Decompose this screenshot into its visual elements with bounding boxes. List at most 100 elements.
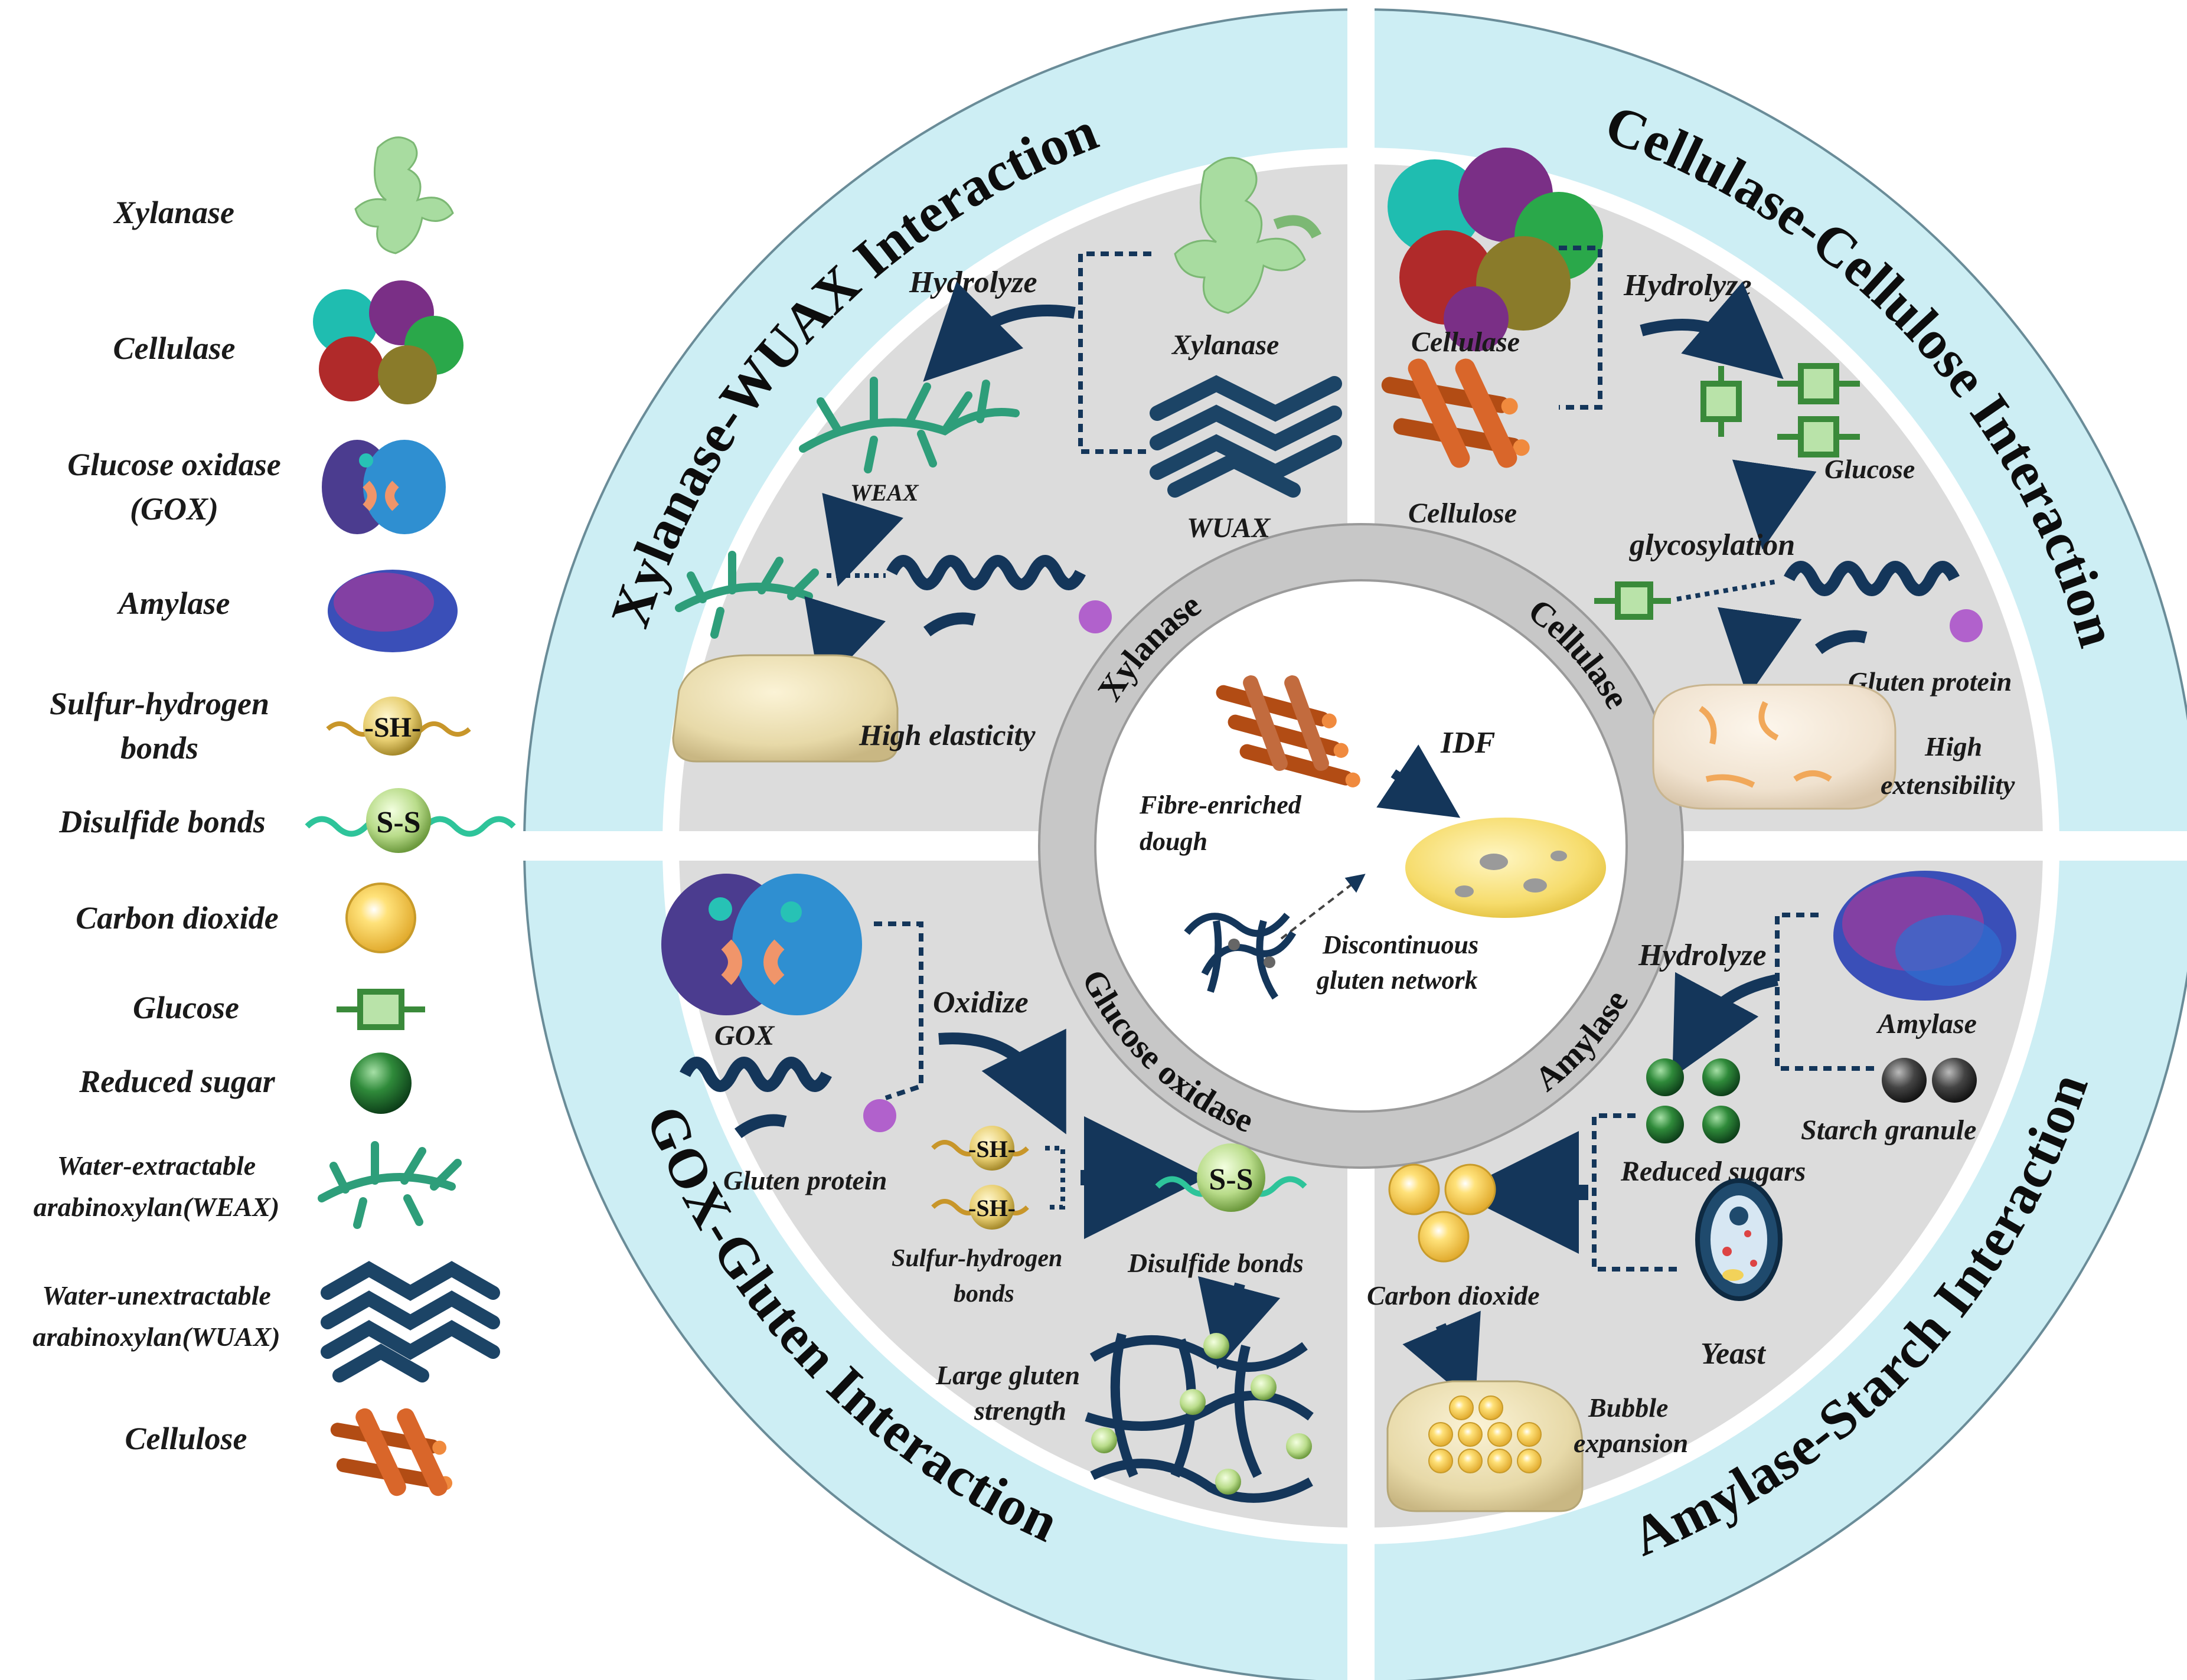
- br-bubble-label-2: expansion: [1574, 1428, 1688, 1458]
- br-reduced-sugars-icon: [1646, 1058, 1740, 1143]
- legend-ss-text: S-S: [376, 806, 420, 839]
- legend-label-cellulase: Cellulase: [113, 331, 235, 366]
- br-carbon-dioxide-label: Carbon dioxide: [1367, 1280, 1540, 1310]
- legend-label-xylanase: Xylanase: [113, 195, 234, 230]
- center-fibre-label-2: dough: [1140, 827, 1207, 856]
- br-yeast-icon: [1695, 1178, 1783, 1301]
- glucose-oxidase-icon: [322, 440, 446, 534]
- legend-label-gox-2: (GOX): [130, 491, 218, 527]
- qr-glucose-attached: [1594, 581, 1671, 620]
- bl-gox-icon: [661, 874, 862, 1015]
- legend-label-glucose: Glucose: [133, 990, 239, 1025]
- bl-sh-label-1: Sulfur-hydrogen: [892, 1245, 1062, 1272]
- bl-connector: [874, 921, 923, 1100]
- legend-label-weax-1: Water-extractable: [57, 1150, 256, 1181]
- ql-arrow-down: [822, 493, 903, 587]
- quadrant-cellulase-cellulose: Cellulase Cellulose Hydrolyze Glucose gl…: [1380, 148, 2015, 810]
- bl-arrow-down: [1197, 1276, 1281, 1370]
- br-arrow-down: [1402, 1310, 1481, 1406]
- qr-hydrolyze-arrow: [1640, 282, 1784, 380]
- qr-gluten-protein-icon: [1784, 561, 1960, 655]
- legend-label-wuax-1: Water-unextractable: [42, 1280, 271, 1310]
- center-dashed-arrow: [1280, 874, 1366, 940]
- qr-hydrolyze-label: Hydrolyze: [1623, 269, 1752, 302]
- legend-label-gox-1: Glucose oxidase: [67, 447, 280, 482]
- legend-label-ss: Disulfide bonds: [58, 804, 266, 839]
- glucose-icon: [337, 989, 425, 1030]
- ql-gluten-protein-icon: [886, 555, 1086, 637]
- bl-sh-text-1: -SH-: [968, 1136, 1016, 1162]
- qr-cellulase-icon: [1388, 148, 1603, 351]
- ql-wuax-icon: [1150, 375, 1342, 498]
- center-fibre-dough: [1405, 818, 1606, 918]
- br-amylase-label: Amylase: [1876, 1008, 1977, 1040]
- wuax-icon: [321, 1261, 500, 1382]
- carbon-dioxide-icon: [345, 883, 416, 953]
- ql-hydrolyze-label: Hydrolyze: [909, 266, 1037, 299]
- legend-label-co2: Carbon dioxide: [76, 900, 279, 936]
- br-starch-granule-label: Starch granule: [1801, 1114, 1976, 1146]
- center-discont-label-1: Discontinuous: [1322, 930, 1478, 959]
- bl-oxidize-label: Oxidize: [933, 986, 1029, 1019]
- br-connector: [1775, 913, 1878, 1071]
- center-gluten-network: [1184, 913, 1297, 1000]
- ql-xylanase-label: Xylanase: [1171, 329, 1279, 361]
- ql-weax-label: WEAX: [850, 479, 919, 506]
- disulfide-bond-icon: S-S: [305, 788, 516, 853]
- qr-cellulose-icon: [1380, 358, 1531, 468]
- bl-large-gluten-label-1: Large gluten: [935, 1360, 1080, 1390]
- br-bubble-label-1: Bubble: [1588, 1393, 1668, 1423]
- ql-weax-icon: [799, 377, 1020, 473]
- qr-cellulase-label: Cellulase: [1411, 326, 1520, 358]
- br-dough-bubbles: [1428, 1395, 1542, 1473]
- br-hydrolyze-label: Hydrolyze: [1638, 939, 1767, 972]
- center-disc: [1094, 579, 1628, 1113]
- bl-sh-text-2: -SH-: [968, 1195, 1016, 1221]
- qr-dotted-link: [1676, 579, 1778, 602]
- br-co2-icon: [1388, 1163, 1496, 1263]
- bl-sh-bonds: -SH- -SH-: [931, 1126, 1029, 1230]
- cellulase-icon: [313, 280, 463, 404]
- ql-connector: [1078, 251, 1151, 454]
- bl-gluten-protein-icon: [680, 1057, 832, 1139]
- bl-disulfide-label: Disulfide bonds: [1127, 1248, 1304, 1278]
- legend-label-weax-2: arabinoxylan(WEAX): [34, 1192, 280, 1222]
- quadrant-gox-gluten: GOX Gluten protein Oxidize -SH- -SH- Sul…: [661, 874, 1314, 1503]
- center-arrow: [1376, 744, 1461, 818]
- cellulose-icon: [329, 1408, 453, 1496]
- legend: Xylanase Cellulase Glucose oxidase (GOX)…: [32, 136, 516, 1496]
- ql-high-elasticity-label: High elasticity: [859, 718, 1036, 751]
- br-bubble-dough: [1386, 1380, 1584, 1512]
- legend-label-sh-2: bonds: [120, 730, 198, 766]
- ql-gluten-tail: [1079, 600, 1112, 633]
- bl-ss-bond: S-S: [1155, 1143, 1307, 1212]
- bl-gluten-protein-label: Gluten protein: [723, 1165, 887, 1195]
- quadrant-xylanase-wuax: Xylanase Hydrolyze WUAX WEAX: [672, 156, 1342, 763]
- bl-ss-text: S-S: [1209, 1163, 1253, 1197]
- br-amylase-icon: [1833, 871, 2016, 1001]
- qr-extensible-dough: [1652, 684, 1897, 810]
- ql-elastic-dough: [672, 654, 899, 763]
- legend-label-amylase: Amylase: [117, 586, 230, 621]
- br-starch-granule-2: [1932, 1058, 1977, 1103]
- qr-extensibility-label: extensibility: [1881, 770, 2015, 800]
- legend-label-reduced: Reduced sugar: [79, 1064, 276, 1099]
- center-fibre-label-1: Fibre-enriched: [1139, 790, 1302, 819]
- bl-sh-label-2: bonds: [954, 1280, 1014, 1308]
- ql-arrow-down-2: [804, 596, 886, 690]
- qr-glucose-molecules: [1700, 363, 1860, 457]
- quadrant-amylase-starch: Amylase Starch granule Hydrolyze Reduced…: [1367, 871, 2016, 1512]
- legend-label-cellulose: Cellulose: [125, 1421, 247, 1456]
- legend-label-wuax-2: arabinoxylan(WUAX): [32, 1322, 280, 1352]
- center-idf-label: IDF: [1440, 726, 1495, 760]
- weax-icon: [318, 1141, 462, 1229]
- qr-glycosylation-label: glycosylation: [1629, 528, 1795, 562]
- ql-weax-small: [675, 551, 819, 639]
- reduced-sugar-icon: [350, 1053, 412, 1114]
- center-discont-label-2: gluten network: [1316, 966, 1478, 995]
- br-connector-2: [1592, 1113, 1683, 1272]
- xylanase-icon: [354, 136, 454, 254]
- bl-large-gluten-label-2: strength: [974, 1395, 1066, 1426]
- qr-connector: [1559, 246, 1602, 410]
